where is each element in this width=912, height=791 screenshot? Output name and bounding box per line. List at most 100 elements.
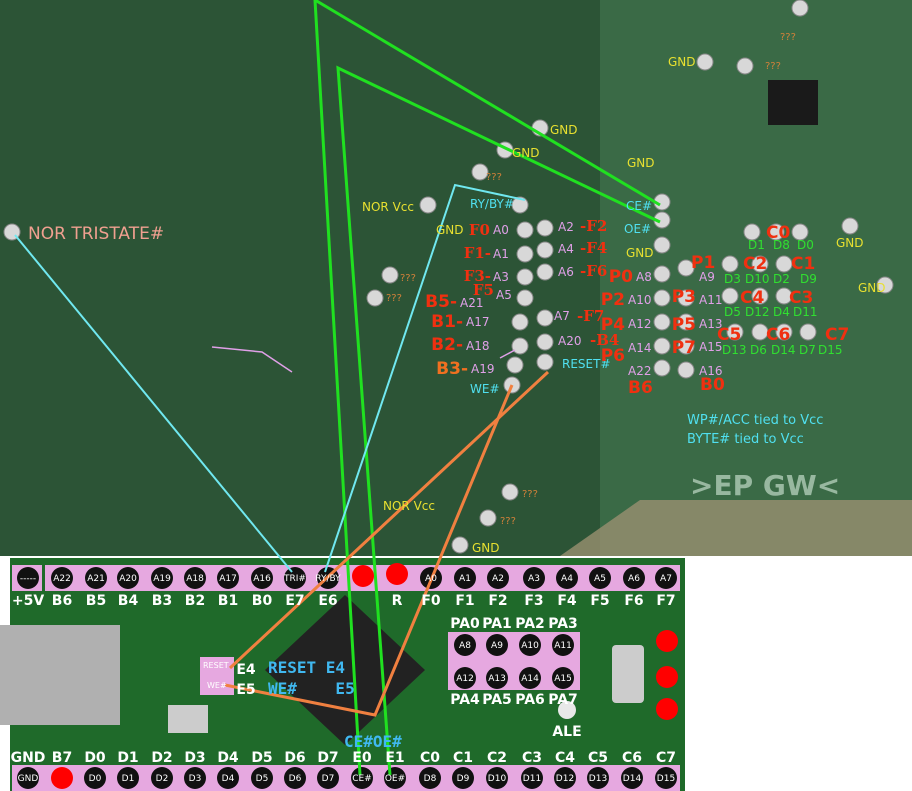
solder-pad [751, 255, 769, 273]
solder-pad [511, 313, 529, 331]
solder-pad [736, 57, 754, 75]
top-pin-label: A0 [425, 574, 437, 584]
solder-pad [516, 221, 534, 239]
bottom-pin-label: D4 [222, 774, 235, 784]
header-pin [519, 667, 541, 689]
top-silk-label: F3 [524, 593, 543, 609]
header-pin [151, 567, 173, 589]
data-pin-label: D4 [773, 305, 790, 319]
solder-pad [775, 255, 793, 273]
solder-pad [767, 223, 785, 241]
bottom-silk-label: C1 [453, 750, 473, 766]
we-pad-label: WE# [207, 681, 227, 690]
solder-pad [677, 361, 695, 379]
map-label: P2 [601, 290, 625, 310]
addr-label: A2 [558, 220, 574, 234]
pa-label: PA5 [482, 692, 512, 708]
e4-label: E4 [236, 662, 256, 678]
bottom-pin-label: D9 [457, 774, 470, 784]
pcb-region [600, 0, 912, 556]
bottom-pin-label: D10 [488, 774, 507, 784]
solder-pad [471, 163, 489, 181]
top-pin-label: TRI# [283, 574, 306, 584]
map-label: C5 [717, 325, 741, 345]
map-label: P0 [609, 267, 633, 287]
addr-label: A22 [628, 364, 651, 378]
header-pin [454, 667, 476, 689]
header-pin [655, 567, 677, 589]
top-pin-label: A22 [53, 574, 71, 584]
addr-label: A1 [493, 247, 509, 261]
solder-pad [653, 337, 671, 355]
header-pin [17, 767, 39, 789]
addr-label: A21 [460, 296, 483, 310]
addr-label: A5 [496, 288, 512, 302]
top-pin-label: A16 [253, 574, 271, 584]
wires [14, 0, 661, 776]
reset-button [612, 645, 644, 703]
ale-pad [558, 701, 576, 719]
reset-pad-label: RESET [203, 661, 229, 670]
e5-label: E5 [236, 682, 255, 698]
bottom-pin-label: OE# [385, 774, 405, 784]
map-label: -F7 [577, 307, 604, 325]
a19-leader [499, 349, 516, 359]
addr-label: A19 [471, 362, 494, 376]
addr-label: A18 [466, 339, 489, 353]
data-pin-label: D11 [793, 305, 818, 319]
header-pin [519, 634, 541, 656]
header-pin [589, 567, 611, 589]
oe-label: OE# [624, 222, 651, 236]
bottom-silk-label: E1 [385, 750, 404, 766]
bottom-silk-label: D4 [217, 750, 239, 766]
tristate-wire [14, 234, 293, 573]
map-label: P1 [691, 253, 715, 273]
map-label: P4 [601, 315, 625, 335]
data-pin-label: D5 [724, 305, 741, 319]
top-silk-label: F0 [421, 593, 441, 609]
bottom-silk-label: E0 [352, 750, 372, 766]
top-pin-label: A6 [628, 574, 640, 584]
addr-label: A4 [558, 242, 574, 256]
addr-label: A8 [636, 270, 652, 284]
top-pin-label: A19 [153, 574, 171, 584]
solder-pad [536, 241, 554, 259]
solder-pad [677, 289, 695, 307]
unknown-label: ??? [522, 489, 538, 500]
bottom-silk-label: D6 [284, 750, 305, 766]
nor-vcc-label: NOR Vcc [383, 499, 435, 513]
pa-pin-label: A11 [554, 641, 572, 651]
solder-pad [516, 289, 534, 307]
solder-pad [677, 313, 695, 331]
pa-label: PA4 [450, 692, 480, 708]
solder-pad [366, 289, 384, 307]
header-pin [487, 567, 509, 589]
header-pin [552, 667, 574, 689]
addr-label: A6 [558, 265, 574, 279]
marker-dot [656, 698, 678, 720]
gnd-label: GND [436, 223, 464, 237]
pcb-silkscreen: >EP GW< [690, 469, 840, 502]
bottom-pin-label: CE# [352, 774, 372, 784]
top-pin-label: A4 [561, 574, 573, 584]
data-pin-label: D12 [745, 305, 770, 319]
data-pin-label: D14 [771, 343, 796, 357]
top-silk-label: R [392, 593, 403, 609]
header-pin [554, 767, 576, 789]
header-pin [51, 567, 73, 589]
solder-pad [516, 245, 534, 263]
pa-pin-label: A10 [521, 641, 539, 651]
solder-pad [677, 259, 695, 277]
header-pin [251, 567, 273, 589]
bottom-silk-label: C2 [487, 750, 507, 766]
solder-pads [3, 0, 894, 554]
header-pin [552, 634, 574, 656]
we-annotation: WE# E5 [268, 679, 355, 698]
top-silk-label: E6 [318, 593, 337, 609]
bottom-silk-label: D7 [317, 750, 338, 766]
bottom-pin-label: D7 [322, 774, 335, 784]
bottom-silk-label: D5 [251, 750, 272, 766]
solder-pad [511, 337, 529, 355]
header-pin [17, 567, 39, 589]
solder-pad [751, 323, 769, 341]
